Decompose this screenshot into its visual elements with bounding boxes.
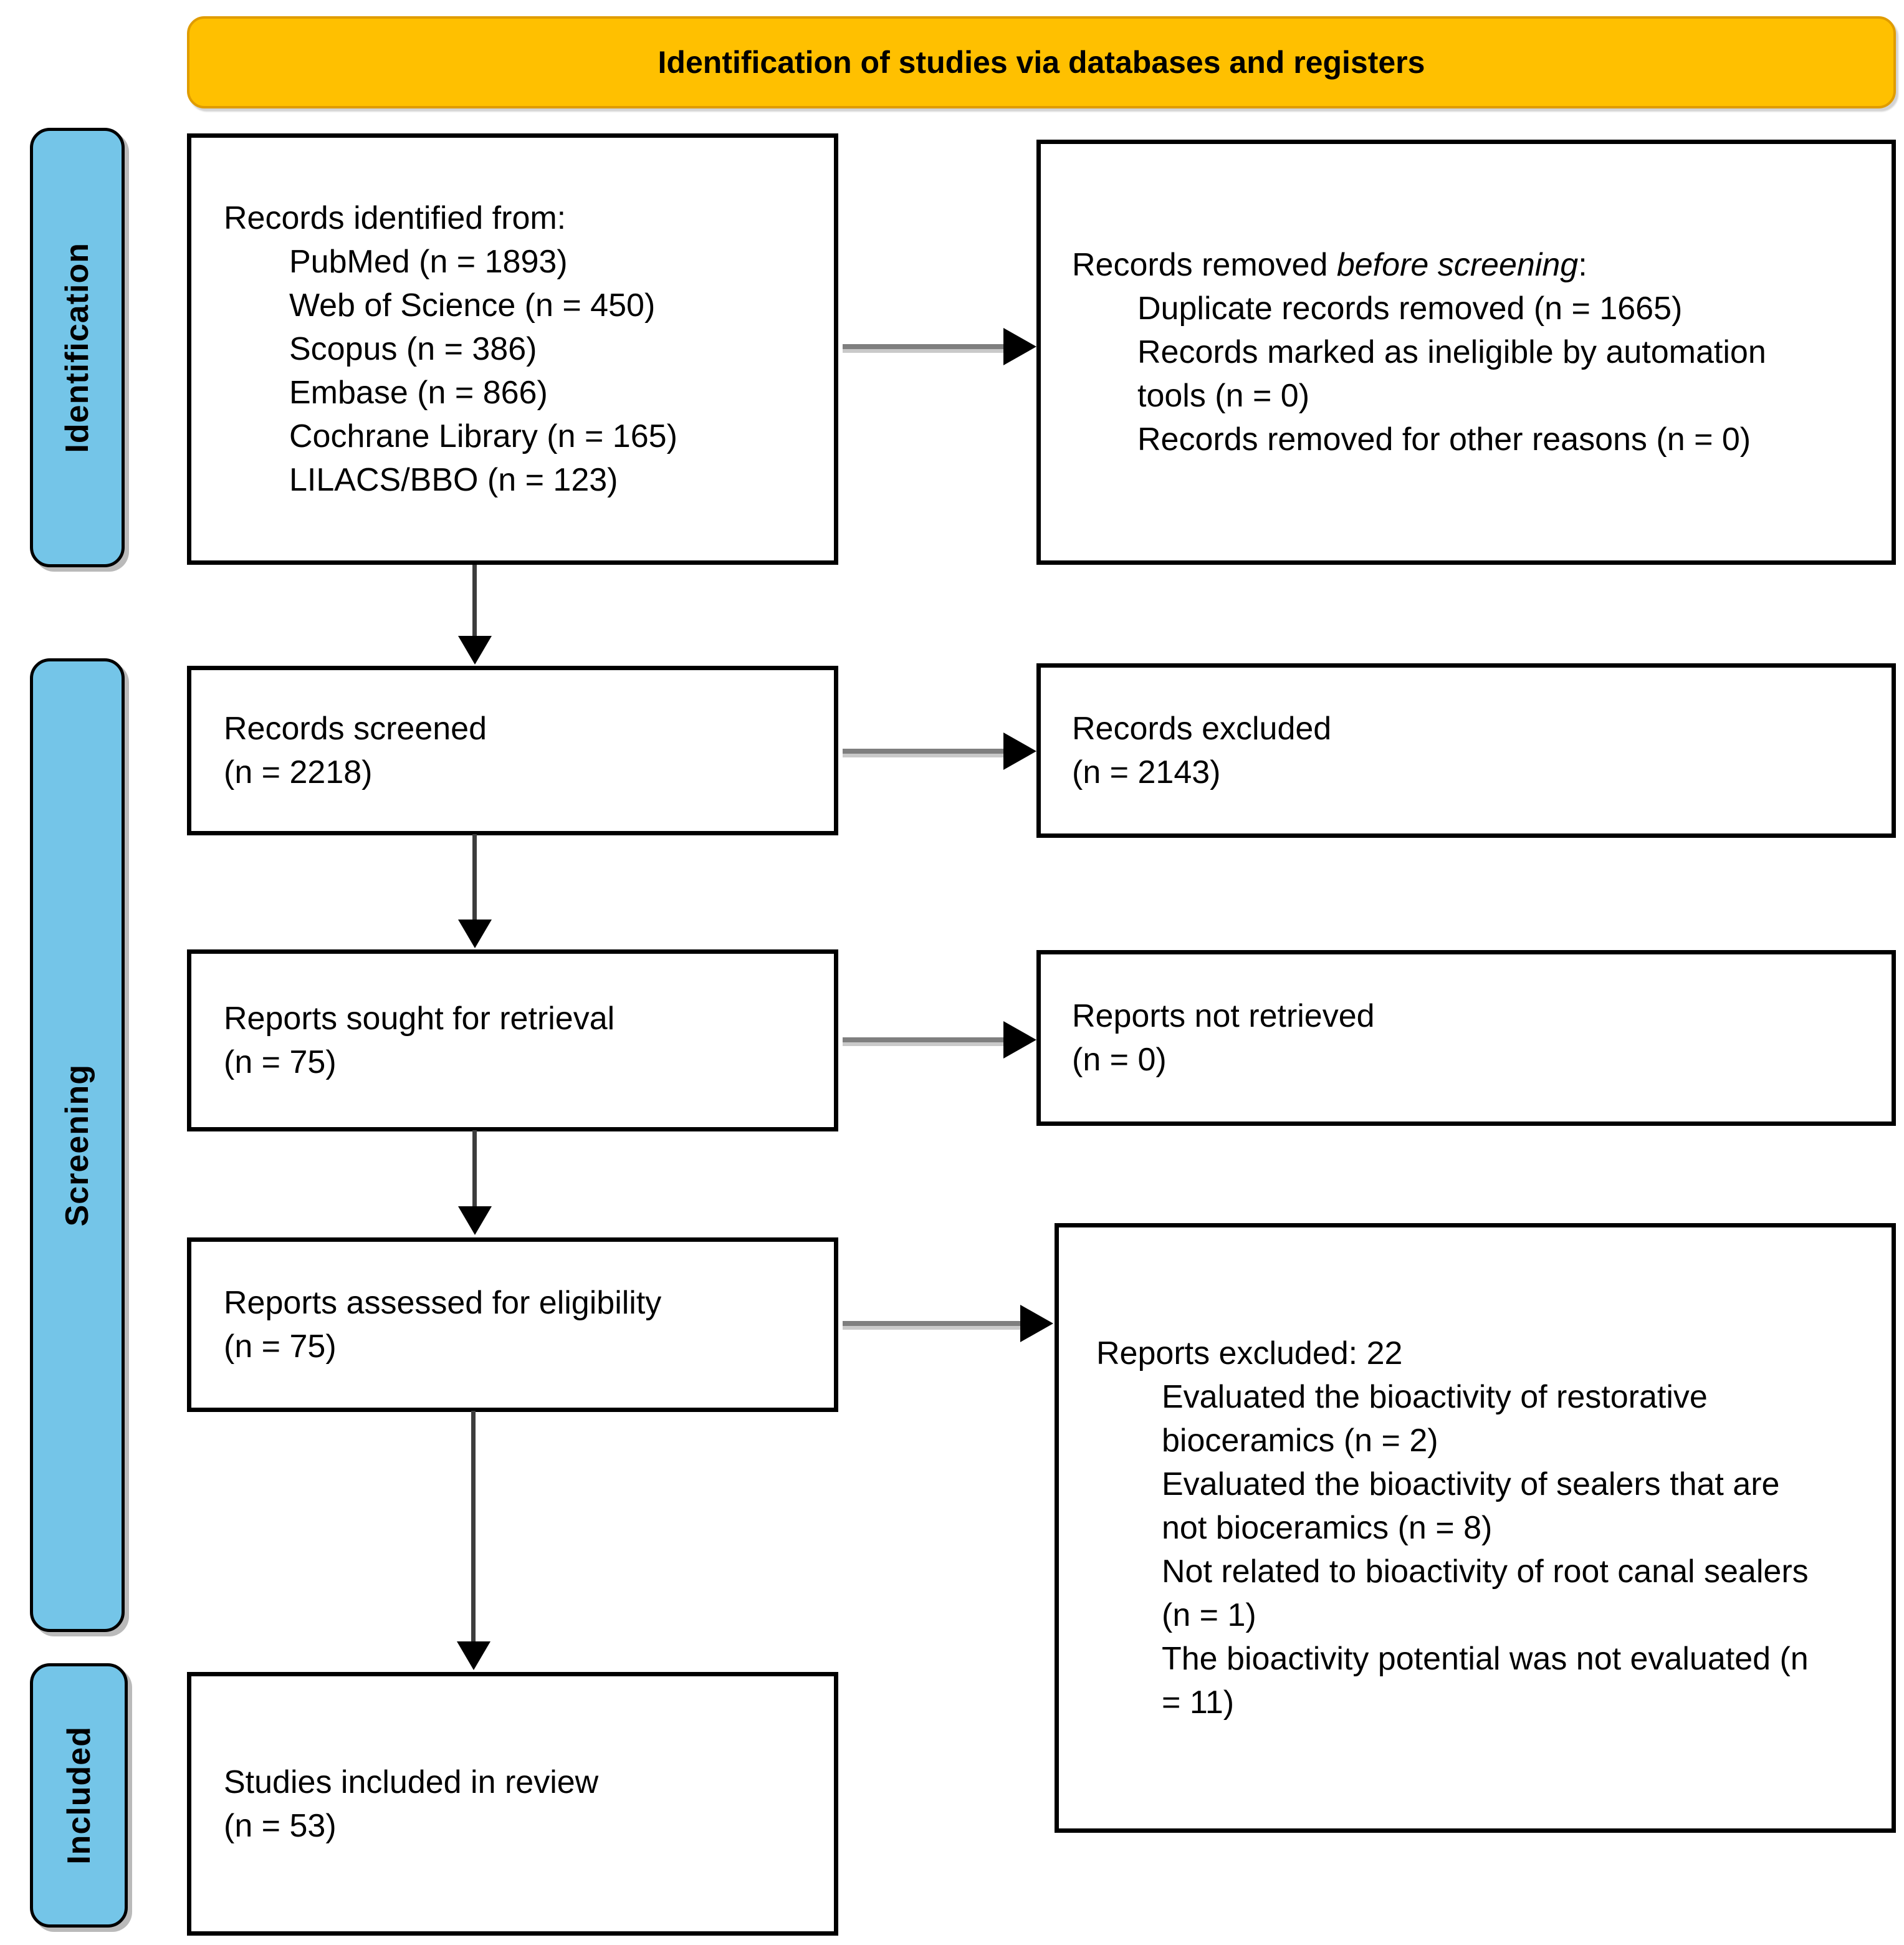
list-item: Evaluated the bioactivity of sealers tha… <box>1162 1466 1780 1546</box>
box-reports-sought: Reports sought for retrieval (n = 75) <box>187 949 838 1131</box>
arrow-assessed-to-excluded-shaft <box>843 1321 1022 1326</box>
stage-label-identification-text: Identification <box>59 242 95 453</box>
arrow-identified-to-screened-shaft <box>472 565 477 638</box>
records-screened-line1: Records screened <box>224 711 487 747</box>
arrow-identified-to-removed-head <box>1003 328 1036 365</box>
reports-assessed-line2: (n = 75) <box>224 1328 337 1365</box>
stage-label-screening: Screening <box>30 658 125 1632</box>
list-item: The bioactivity potential was not evalua… <box>1162 1641 1809 1721</box>
arrow-screened-to-excluded-shaft <box>843 749 1006 754</box>
studies-included-line2: (n = 53) <box>224 1807 337 1844</box>
stage-label-included: Included <box>30 1663 128 1928</box>
reports-assessed-line1: Reports assessed for eligibility <box>224 1285 662 1321</box>
list-item: PubMed (n = 1893) <box>289 244 568 280</box>
studies-included-line1: Studies included in review <box>224 1764 599 1800</box>
list-item: Evaluated the bioactivity of restorative… <box>1162 1379 1708 1459</box>
box-reports-assessed: Reports assessed for eligibility (n = 75… <box>187 1237 838 1412</box>
records-identified-intro: Records identified from: <box>224 200 567 236</box>
records-removed-intro: Records removed before screening: <box>1072 243 1792 287</box>
arrow-assessed-to-included-head <box>457 1641 490 1670</box>
list-item: Not related to bioactivity of root canal… <box>1162 1554 1809 1633</box>
list-item: Cochrane Library (n = 165) <box>289 418 677 454</box>
records-removed-intro-prefix: Records removed <box>1072 247 1337 283</box>
reports-sought-line2: (n = 75) <box>224 1044 337 1080</box>
list-item: Scopus (n = 386) <box>289 331 537 367</box>
arrow-assessed-to-included-shaft <box>471 1411 476 1643</box>
arrow-identified-to-removed-shaft <box>843 344 1006 349</box>
records-excluded-line2: (n = 2143) <box>1072 754 1221 790</box>
arrow-assessed-to-excluded-head <box>1020 1305 1053 1342</box>
reports-not-retrieved-line1: Reports not retrieved <box>1072 998 1375 1034</box>
reports-not-retrieved-line2: (n = 0) <box>1072 1042 1167 1078</box>
arrow-sought-to-assessed-shaft <box>472 1130 477 1208</box>
records-screened-line2: (n = 2218) <box>224 754 373 790</box>
list-item: Records marked as ineligible by automati… <box>1137 334 1766 414</box>
arrow-screened-to-sought-shaft <box>472 834 477 922</box>
header-title: Identification of studies via databases … <box>658 45 1425 80</box>
reports-sought-line1: Reports sought for retrieval <box>224 1001 615 1037</box>
arrow-identified-to-screened-head <box>458 636 492 665</box>
arrow-sought-to-not-retrieved-head <box>1003 1021 1036 1059</box>
arrow-sought-to-assessed-head <box>458 1206 492 1235</box>
box-studies-included: Studies included in review (n = 53) <box>187 1672 838 1936</box>
list-item: Records removed for other reasons (n = 0… <box>1137 421 1751 458</box>
records-removed-intro-italic: before screening <box>1336 247 1579 283</box>
stage-label-included-text: Included <box>60 1726 97 1865</box>
list-item: Web of Science (n = 450) <box>289 287 656 324</box>
reports-excluded-intro: Reports excluded: 22 <box>1096 1335 1403 1371</box>
records-excluded-line1: Records excluded <box>1072 711 1332 747</box>
header-banner: Identification of studies via databases … <box>187 16 1896 108</box>
list-item: Duplicate records removed (n = 1665) <box>1137 291 1683 327</box>
arrow-screened-to-excluded-head <box>1003 732 1036 770</box>
box-records-screened: Records screened (n = 2218) <box>187 666 838 835</box>
box-reports-excluded: Reports excluded: 22 Evaluated the bioac… <box>1055 1223 1896 1833</box>
box-reports-not-retrieved: Reports not retrieved (n = 0) <box>1036 950 1896 1126</box>
box-records-excluded: Records excluded (n = 2143) <box>1036 663 1896 838</box>
arrow-screened-to-sought-head <box>458 920 492 948</box>
list-item: LILACS/BBO (n = 123) <box>289 462 618 498</box>
box-records-identified: Records identified from: PubMed (n = 189… <box>187 133 838 565</box>
records-removed-intro-suffix: : <box>1578 247 1587 283</box>
list-item: Embase (n = 866) <box>289 375 548 411</box>
box-records-removed: Records removed before screening: Duplic… <box>1036 140 1896 565</box>
arrow-sought-to-not-retrieved-shaft <box>843 1037 1006 1042</box>
stage-label-screening-text: Screening <box>59 1064 95 1227</box>
stage-label-identification: Identification <box>30 128 125 567</box>
